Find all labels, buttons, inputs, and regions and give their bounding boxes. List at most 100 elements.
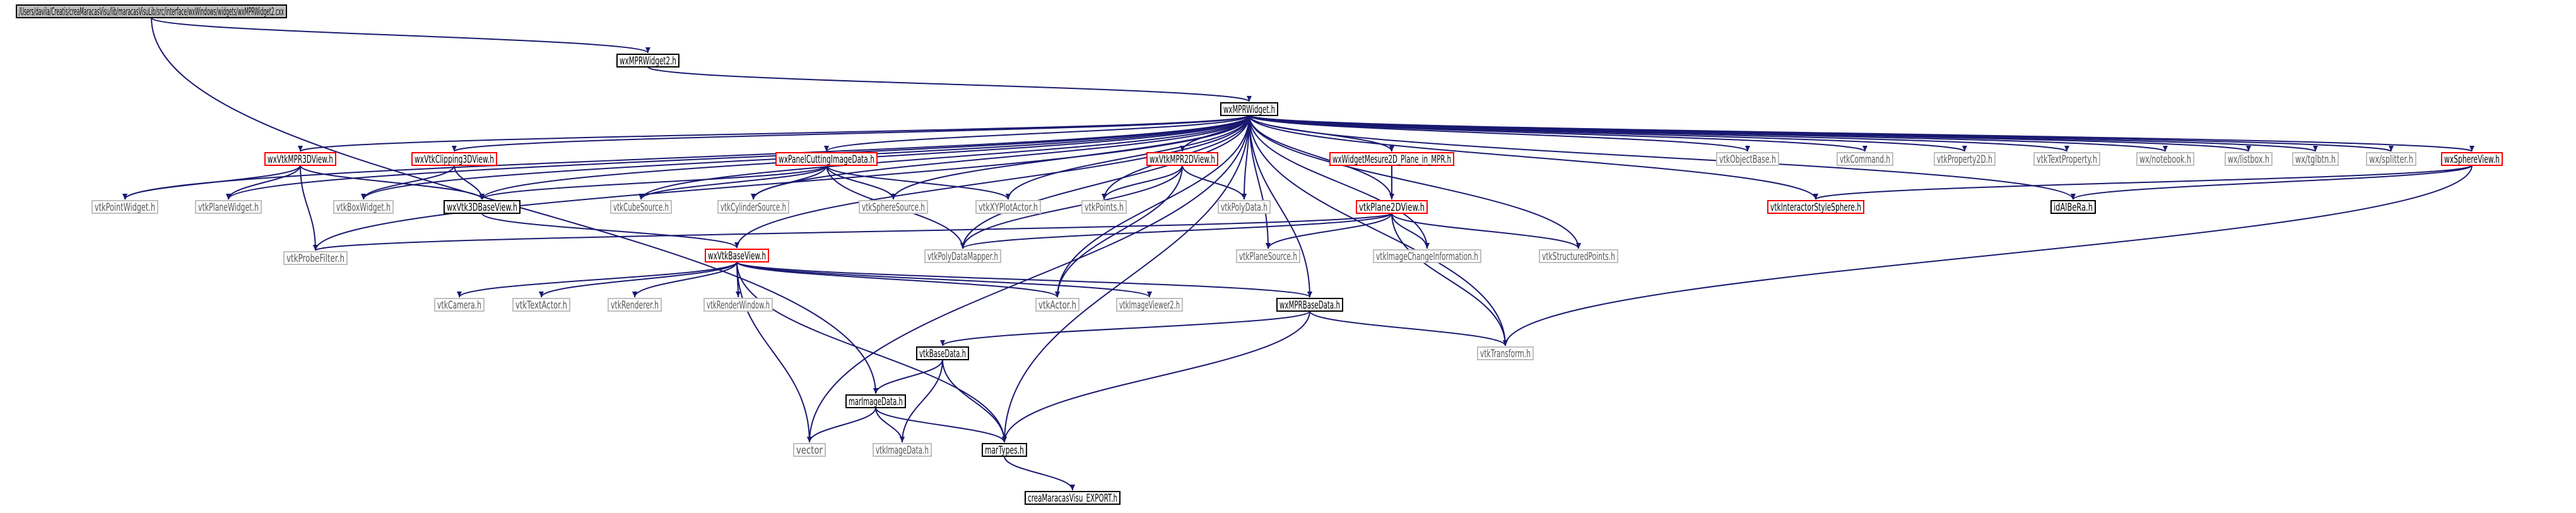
edge-wxVtkBaseViewh-to-wxMPRBaseDatah xyxy=(736,261,1312,298)
edge-wxMPRWidgeth-to-vtkProbeFilterh xyxy=(313,115,1250,251)
node-box-vtkBaseDatah xyxy=(916,346,969,360)
node-marImageDatah[interactable]: marImageData.h xyxy=(845,394,906,408)
node-marTypesh[interactable]: marTypes.h xyxy=(982,443,1027,457)
node-vtkCamerah[interactable]: vtkCamera.h xyxy=(434,298,485,312)
node-wxMPRBaseDatah[interactable]: wxMPRBaseData.h xyxy=(1276,298,1343,312)
node-wxsplitterh[interactable]: wx/splitter.h xyxy=(2366,152,2416,166)
node-vtkPolyDatah[interactable]: vtkPolyData.h xyxy=(1218,200,1271,214)
edge-wxMPRWidgeth-to-wxVtkMPR3DViewh xyxy=(298,115,1250,152)
edge-wxMPRWidgeth-to-vtkActorh xyxy=(1055,115,1250,298)
node-idAlBeRah[interactable]: idAlBeRa.h xyxy=(2050,200,2096,214)
node-vtkPlaneWidgeth[interactable]: vtkPlaneWidget.h xyxy=(195,200,262,214)
edge-wxMPRWidgeth-to-vtkStructuredPointsh xyxy=(1249,115,1581,249)
node-vtkProbeFilterh[interactable]: vtkProbeFilter.h xyxy=(283,251,348,265)
node-vtkPointWidgeth[interactable]: vtkPointWidget.h xyxy=(91,200,158,214)
node-wxnotebookh[interactable]: wx/notebook.h xyxy=(2136,152,2194,166)
node-vtkProperty2Dh[interactable]: vtkProperty2D.h xyxy=(1934,152,1996,166)
edge-wxMPRWidgeth-to-wxsplitterh xyxy=(1249,115,2394,152)
node-box-vtkPointsh xyxy=(1081,200,1127,214)
node-box-creaMaracasVisuEXPORTh xyxy=(1025,491,1120,505)
node-box-vtkPointWidgeth xyxy=(91,200,158,214)
edge-wxMPRWidgeth-to-wxVtkClipping3DViewh xyxy=(452,115,1250,152)
node-vtkCylinderSourceh[interactable]: vtkCylinderSource.h xyxy=(717,200,789,214)
node-box-vtkTextActorh xyxy=(512,298,570,312)
node-wxVtkClipping3DViewh[interactable]: wxVtkClipping3DView.h xyxy=(411,152,497,166)
node-creaMaracasVisuEXPORTh[interactable]: creaMaracasVisu_EXPORT.h xyxy=(1025,491,1120,505)
edge-wxSphereViewh-to-idAlBeRah xyxy=(2071,165,2473,200)
node-wxVtkMPR3DViewh[interactable]: wxVtkMPR3DView.h xyxy=(264,152,336,166)
node-box-vtkProbeFilterh xyxy=(283,251,348,265)
node-vtkActorh[interactable]: vtkActor.h xyxy=(1035,298,1079,312)
node-box-vtkPlaneWidgeth xyxy=(195,200,262,214)
node-vtkPlaneSourceh[interactable]: vtkPlaneSource.h xyxy=(1236,249,1300,263)
node-wxlistboxh[interactable]: wx/listbox.h xyxy=(2225,152,2273,166)
node-vtkImageChangeInformationh[interactable]: vtkImageChangeInformation.h xyxy=(1373,249,1481,263)
edge-wxVtkMPR2DViewh-to-vtkPolyDataMapperh xyxy=(960,165,1183,249)
edge-wxSphereViewh-to-vtkTransformh xyxy=(1503,165,2473,346)
node-box-vtkSphereSourceh xyxy=(859,200,928,214)
node-label-vtkXYPlotActorh: vtkXYPlotActor.h xyxy=(979,201,1038,214)
node-vtkImageDatah[interactable]: vtkImageData.h xyxy=(873,443,932,457)
edge-marImageDatah-to-vtkImageDatah xyxy=(875,407,905,443)
node-vtkSphereSourceh[interactable]: vtkSphereSource.h xyxy=(859,200,928,214)
node-label-vtkPlaneSourceh: vtkPlaneSource.h xyxy=(1239,251,1297,263)
node-wxMPRWidget2h[interactable]: wxMPRWidget2.h xyxy=(616,54,679,68)
node-box-wxtglbtnh xyxy=(2292,152,2339,166)
edge-wxMPRWidgeth-to-wxMPRBaseDatah xyxy=(1249,115,1312,298)
node-wxMPRWidgeth[interactable]: wxMPRWidget.h xyxy=(1220,102,1278,116)
node-label-wxWidgetMesure2D: wxWidgetMesure2D_Plane_in_MPR.h xyxy=(1332,153,1451,166)
node-label-vtkPolyDatah: vtkPolyData.h xyxy=(1221,201,1267,214)
node-vtkTextPropertyh[interactable]: vtkTextProperty.h xyxy=(2033,152,2100,166)
node-label-vtkImageDatah: vtkImageData.h xyxy=(876,444,929,457)
node-vtkStructuredPointsh[interactable]: vtkStructuredPoints.h xyxy=(1539,249,1618,263)
node-wxVtkMPR2DViewh[interactable]: wxVtkMPR2DView.h xyxy=(1146,152,1218,166)
node-vtkBoxWidgeth[interactable]: vtkBoxWidget.h xyxy=(333,200,394,214)
edge-marImageDatah-to-vector xyxy=(807,407,876,443)
edge-wxVtkBaseViewh-to-vtkCamerah xyxy=(457,261,738,298)
node-vtkInteractorStyleSphereh[interactable]: vtkInteractorStyleSphere.h xyxy=(1767,200,1864,214)
node-vtkRenderWindowh[interactable]: vtkRenderWindow.h xyxy=(703,298,773,312)
node-label-wxMPRBaseDatah: wxMPRBaseData.h xyxy=(1279,299,1340,312)
node-box-vtkPolyDataMapperh xyxy=(924,249,1001,263)
node-wxPanelCuttingImageDatah[interactable]: wxPanelCuttingImageData.h xyxy=(775,152,878,166)
node-box-vtkStructuredPointsh xyxy=(1539,249,1618,263)
edge-wxVtk3DBaseViewh-to-wxVtkBaseViewh xyxy=(481,213,739,249)
node-label-vtkPointsh: vtkPoints.h xyxy=(1085,201,1124,214)
node-vtkCubeSourceh[interactable]: vtkCubeSource.h xyxy=(610,200,672,214)
node-wxVtkBaseViewh[interactable]: wxVtkBaseView.h xyxy=(705,249,769,262)
node-vtkPointsh[interactable]: vtkPoints.h xyxy=(1081,200,1127,214)
node-label-vtkImageViewer2h: vtkImageViewer2.h xyxy=(1119,299,1180,312)
node-vtkPolyDataMapperh[interactable]: vtkPolyDataMapper.h xyxy=(924,249,1001,263)
node-vtkXYPlotActorh[interactable]: vtkXYPlotActor.h xyxy=(975,200,1041,214)
edge-wxVtkBaseViewh-to-vtkImageViewer2h xyxy=(736,261,1152,298)
node-vtkTextActorh[interactable]: vtkTextActor.h xyxy=(512,298,570,312)
node-label-vtkProbeFilterh: vtkProbeFilter.h xyxy=(286,252,344,265)
node-label-vtkActorh: vtkActor.h xyxy=(1038,299,1076,312)
node-vector[interactable]: vector xyxy=(793,443,826,457)
edge-wxMPRBaseDatah-to-vtkTransformh xyxy=(1309,310,1508,346)
node-box-vtkActorh xyxy=(1035,298,1079,312)
node-vtkRendererh[interactable]: vtkRenderer.h xyxy=(608,298,662,312)
node-vtkObjectBaseh[interactable]: vtkObjectBase.h xyxy=(1716,152,1779,166)
node-label-vtkBoxWidgeth: vtkBoxWidget.h xyxy=(336,201,391,214)
node-wxVtk3DBaseViewh[interactable]: wxVtk3DBaseView.h xyxy=(444,200,520,214)
edge-wxVtkMPR3DViewh-to-vtkProbeFilterh xyxy=(300,165,318,251)
node-vtkCommandh[interactable]: vtkCommand.h xyxy=(1837,152,1893,166)
edge-wxMPRWidgeth-to-wxVtkBaseViewh xyxy=(734,115,1250,249)
node-vtkTransformh[interactable]: vtkTransform.h xyxy=(1477,346,1534,360)
edge-marTypesh-to-creaMaracasVisuEXPORTh xyxy=(1004,456,1075,491)
node-box-vtkXYPlotActorh xyxy=(975,200,1041,214)
node-box-vector xyxy=(793,443,826,457)
node-vtkBaseDatah[interactable]: vtkBaseData.h xyxy=(916,346,969,360)
node-vtkImageViewer2h[interactable]: vtkImageViewer2.h xyxy=(1116,298,1183,312)
node-wxSphereViewh[interactable]: wxSphereView.h xyxy=(2441,152,2503,166)
node-wxWidgetMesure2D[interactable]: wxWidgetMesure2D_Plane_in_MPR.h xyxy=(1329,152,1454,166)
node-label-idAlBeRah: idAlBeRa.h xyxy=(2054,201,2093,214)
node-wxtglbtnh[interactable]: wx/tglbtn.h xyxy=(2292,152,2339,166)
node-root[interactable]: /Users/davila/Creatis/creaMaracasVisu/li… xyxy=(16,4,287,18)
edge-wxMPRWidgeth-to-vtkImageChangeInformationh xyxy=(1249,115,1430,249)
nodes: /Users/davila/Creatis/creaMaracasVisu/li… xyxy=(16,4,2503,505)
edge-wxMPRWidgeth-to-vtkTransformh xyxy=(1249,115,1508,346)
edge-wxVtkBaseViewh-to-vector xyxy=(736,261,812,443)
node-vtkPlane2DViewh[interactable]: vtkPlane2DView.h xyxy=(1356,200,1428,214)
